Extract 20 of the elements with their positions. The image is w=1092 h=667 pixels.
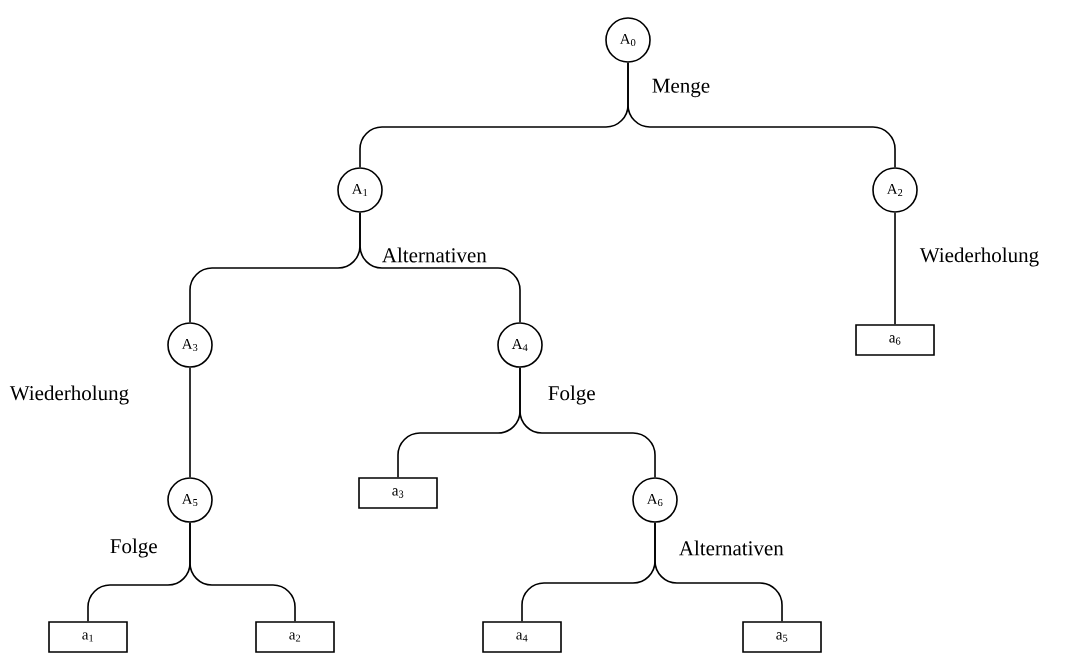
leaf-box: a$_{2}$ [255, 621, 335, 653]
tree-line [189, 522, 296, 622]
tree-line [359, 212, 521, 323]
leaf-box: a$_{4}$ [482, 621, 562, 653]
leaf-box: a$_{6}$ [855, 324, 935, 356]
tree-line [519, 367, 656, 478]
branch-label: Alternativen [679, 540, 784, 556]
leaf-box: a$_{1}$ [48, 621, 128, 653]
leaf-box: a$_{3}$ [358, 477, 438, 509]
branch-label: Folge [548, 385, 595, 405]
branch-label: Wiederholung [919, 247, 1039, 267]
tree-line [189, 367, 191, 478]
branch-label: Folge [110, 538, 157, 558]
leaf-box: a$_{5}$ [742, 621, 822, 653]
branch-label: Alternativen [382, 247, 487, 263]
tree-line [894, 212, 896, 325]
tree-line [654, 522, 783, 622]
tree-line [627, 62, 896, 168]
branch-label: Menge [652, 78, 710, 98]
branch-label: Wiederholung [9, 385, 129, 405]
